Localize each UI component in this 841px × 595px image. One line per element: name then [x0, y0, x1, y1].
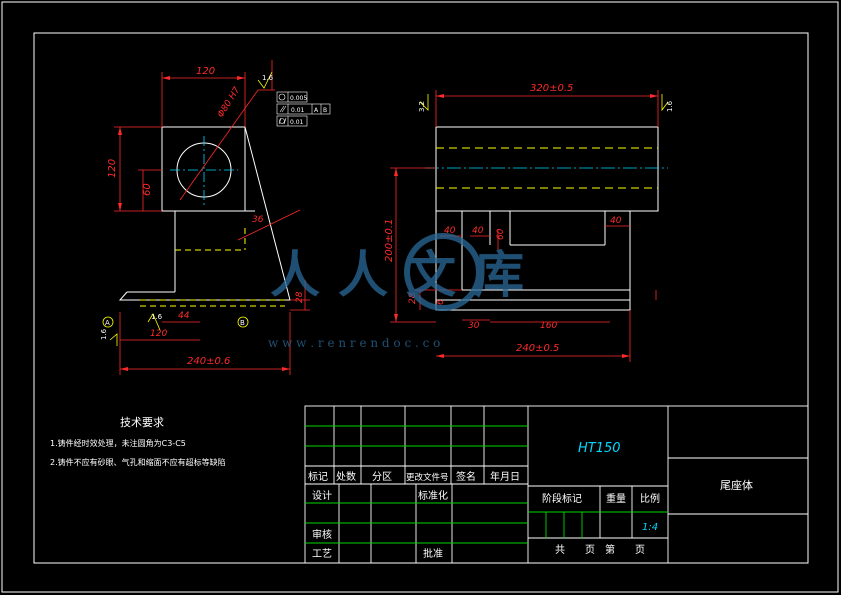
- tol-cylindricity-value: 0.01: [290, 119, 304, 126]
- tb-sheets: 共 页 第 页: [555, 543, 645, 556]
- datum-b-symbol: [237, 316, 249, 328]
- front-dim-base-thickness: 28: [295, 291, 305, 303]
- datum-a-label: A: [105, 319, 110, 327]
- front-view: 120 120 60 Φ80 H7 36 28 44 120 240±0.6 1…: [100, 60, 331, 375]
- tb-h-date: 年月日: [490, 470, 520, 483]
- tech-notes: 技术要求 1.铸件经时效处理，未注圆角为C3-C5 2.铸件不应有砂眼、气孔和缩…: [50, 416, 226, 467]
- side-view: 320±0.5 200±0.1 40 40 60 40 28 6 30 160 …: [384, 83, 674, 362]
- watermark-text: 人人文库: [270, 246, 542, 304]
- tech-notes-line1: 1.铸件经时效处理，未注圆角为C3-C5: [50, 438, 186, 448]
- tol-parallel-ref-a: A: [314, 107, 319, 114]
- front-dim-44: 44: [178, 311, 190, 321]
- cylindricity-icon: [278, 117, 287, 125]
- side-dim-28: 28: [408, 292, 418, 304]
- watermark-logo: [404, 233, 482, 311]
- datum-b-label: B: [240, 319, 245, 327]
- tb-design: 设计: [312, 489, 332, 502]
- front-dim-base-120: 120: [150, 329, 167, 339]
- front-dim-bore-center: 60: [142, 183, 153, 196]
- tolerance-frames: 0.005 0.01 A B 0.01: [276, 91, 331, 127]
- tech-notes-line2: 2.铸件不应有砂眼、气孔和缩面不应有超标等缺陷: [50, 457, 226, 467]
- title-block: 标记 处数 分区 更改文件号 签名 年月日 设计 标准化 审核 工艺 批准 HT…: [304, 405, 809, 564]
- tb-standard: 标准化: [418, 489, 448, 502]
- side-dim-40a: 40: [444, 226, 456, 236]
- side-roughness-left: 3.2: [418, 101, 426, 112]
- side-dim-height: 200±0.1: [384, 219, 395, 262]
- front-dim-height: 120: [107, 159, 118, 178]
- front-roughness-base: 1.6: [151, 313, 163, 321]
- front-dim-angle: 36: [252, 215, 264, 225]
- tol-parallel-value: 0.01: [291, 107, 305, 114]
- side-dim-40b: 40: [472, 226, 484, 236]
- side-dim-6: 6: [436, 299, 446, 305]
- tb-approve: 批准: [423, 547, 443, 560]
- tol-circularity-value: 0.005: [290, 95, 307, 102]
- front-dim-top-width: 120: [196, 66, 215, 77]
- tb-weight: 重量: [606, 492, 626, 505]
- watermark: 人人文库 w w w . r e n r e n d o c . c o: [268, 233, 542, 350]
- side-dim-40c: 40: [610, 216, 622, 226]
- watermark-url: w w w . r e n r e n d o c . c o: [268, 336, 440, 350]
- front-dim-total: 240±0.6: [187, 356, 230, 367]
- side-roughness-right: 1.6: [666, 100, 674, 112]
- tb-h-zone: 分区: [372, 471, 392, 483]
- tech-notes-title: 技术要求: [120, 416, 164, 429]
- tb-h-sign: 签名: [456, 470, 476, 483]
- parallel-icon: [279, 105, 287, 113]
- tb-process: 工艺: [312, 548, 332, 560]
- side-dim-top: 320±0.5: [530, 83, 573, 94]
- circularity-icon: [278, 93, 286, 101]
- tb-review: 审核: [312, 528, 332, 541]
- front-roughness-top: 1.6: [262, 74, 274, 82]
- tb-h-count: 处数: [336, 470, 356, 483]
- tb-h-docno: 更改文件号: [406, 472, 449, 483]
- front-dim-bore-dia: Φ80 H7: [216, 85, 243, 119]
- tb-material: HT150: [578, 441, 621, 456]
- front-roughness-left: 1.6: [100, 328, 108, 340]
- tb-scale-label: 比例: [640, 492, 660, 505]
- side-dim-60: 60: [496, 228, 506, 240]
- tb-scale: 1:4: [642, 522, 658, 533]
- tb-part-name: 尾座体: [720, 478, 753, 492]
- side-dim-30: 30: [468, 321, 480, 331]
- tb-h-mark: 标记: [308, 471, 328, 483]
- tb-stage: 阶段标记: [542, 492, 582, 505]
- datum-a-symbol: [102, 316, 114, 328]
- side-dim-total: 240±0.5: [516, 343, 559, 354]
- side-dim-160: 160: [540, 321, 557, 331]
- tol-parallel-ref-b: B: [323, 107, 327, 114]
